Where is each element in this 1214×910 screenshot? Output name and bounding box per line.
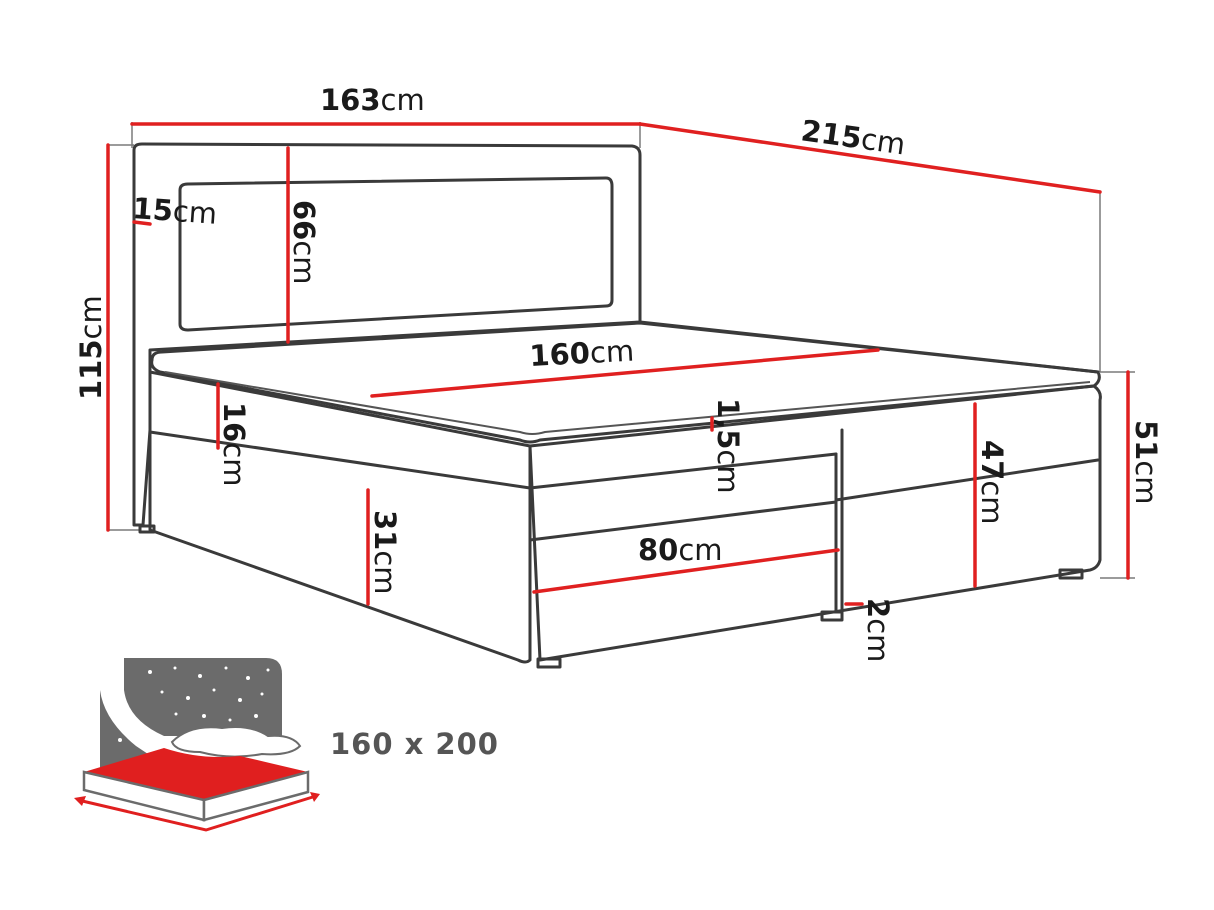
- dim-bed-height: 51cm: [1129, 420, 1163, 505]
- dimension-labels: 163cm 215cm 115cm 15cm 66cm 160cm 16cm 1…: [74, 83, 1163, 662]
- dim-mattress-width: 160cm: [529, 334, 635, 373]
- dim-drawer-width: 80cm: [638, 533, 723, 567]
- dim-box-height: 47cm: [975, 440, 1009, 525]
- size-arrow: [77, 794, 317, 832]
- bed-outline: [132, 142, 1102, 669]
- headboard: [132, 142, 642, 527]
- dim-headboard-height: 66cm: [287, 200, 321, 285]
- dim-drawer-height: 31cm: [368, 510, 402, 595]
- extension-lines: [108, 122, 1135, 579]
- foot: [138, 524, 156, 534]
- mattress-size-label: 160 x 200: [330, 727, 499, 761]
- box-front: [148, 370, 532, 664]
- foot: [1058, 568, 1084, 580]
- dim-total-length: 215cm: [799, 113, 907, 161]
- foot: [536, 657, 562, 669]
- headboard-panel: [178, 176, 614, 332]
- foot: [820, 610, 844, 622]
- mattress-size-icon: [74, 658, 320, 832]
- stars-icon: [110, 666, 270, 742]
- dim-topper-height: 16cm: [217, 402, 251, 487]
- dimension-lines: [106, 122, 1130, 606]
- dim-total-width: 163cm: [320, 83, 425, 117]
- dim-headboard-border: 15cm: [132, 191, 219, 231]
- dim-topper-seam: 1,5cm: [711, 398, 745, 494]
- dim-total-height: 115cm: [74, 295, 108, 400]
- box-side: [528, 384, 1102, 662]
- night-sky-icon: [124, 658, 282, 736]
- dim-foot-height: 2cm: [861, 598, 895, 662]
